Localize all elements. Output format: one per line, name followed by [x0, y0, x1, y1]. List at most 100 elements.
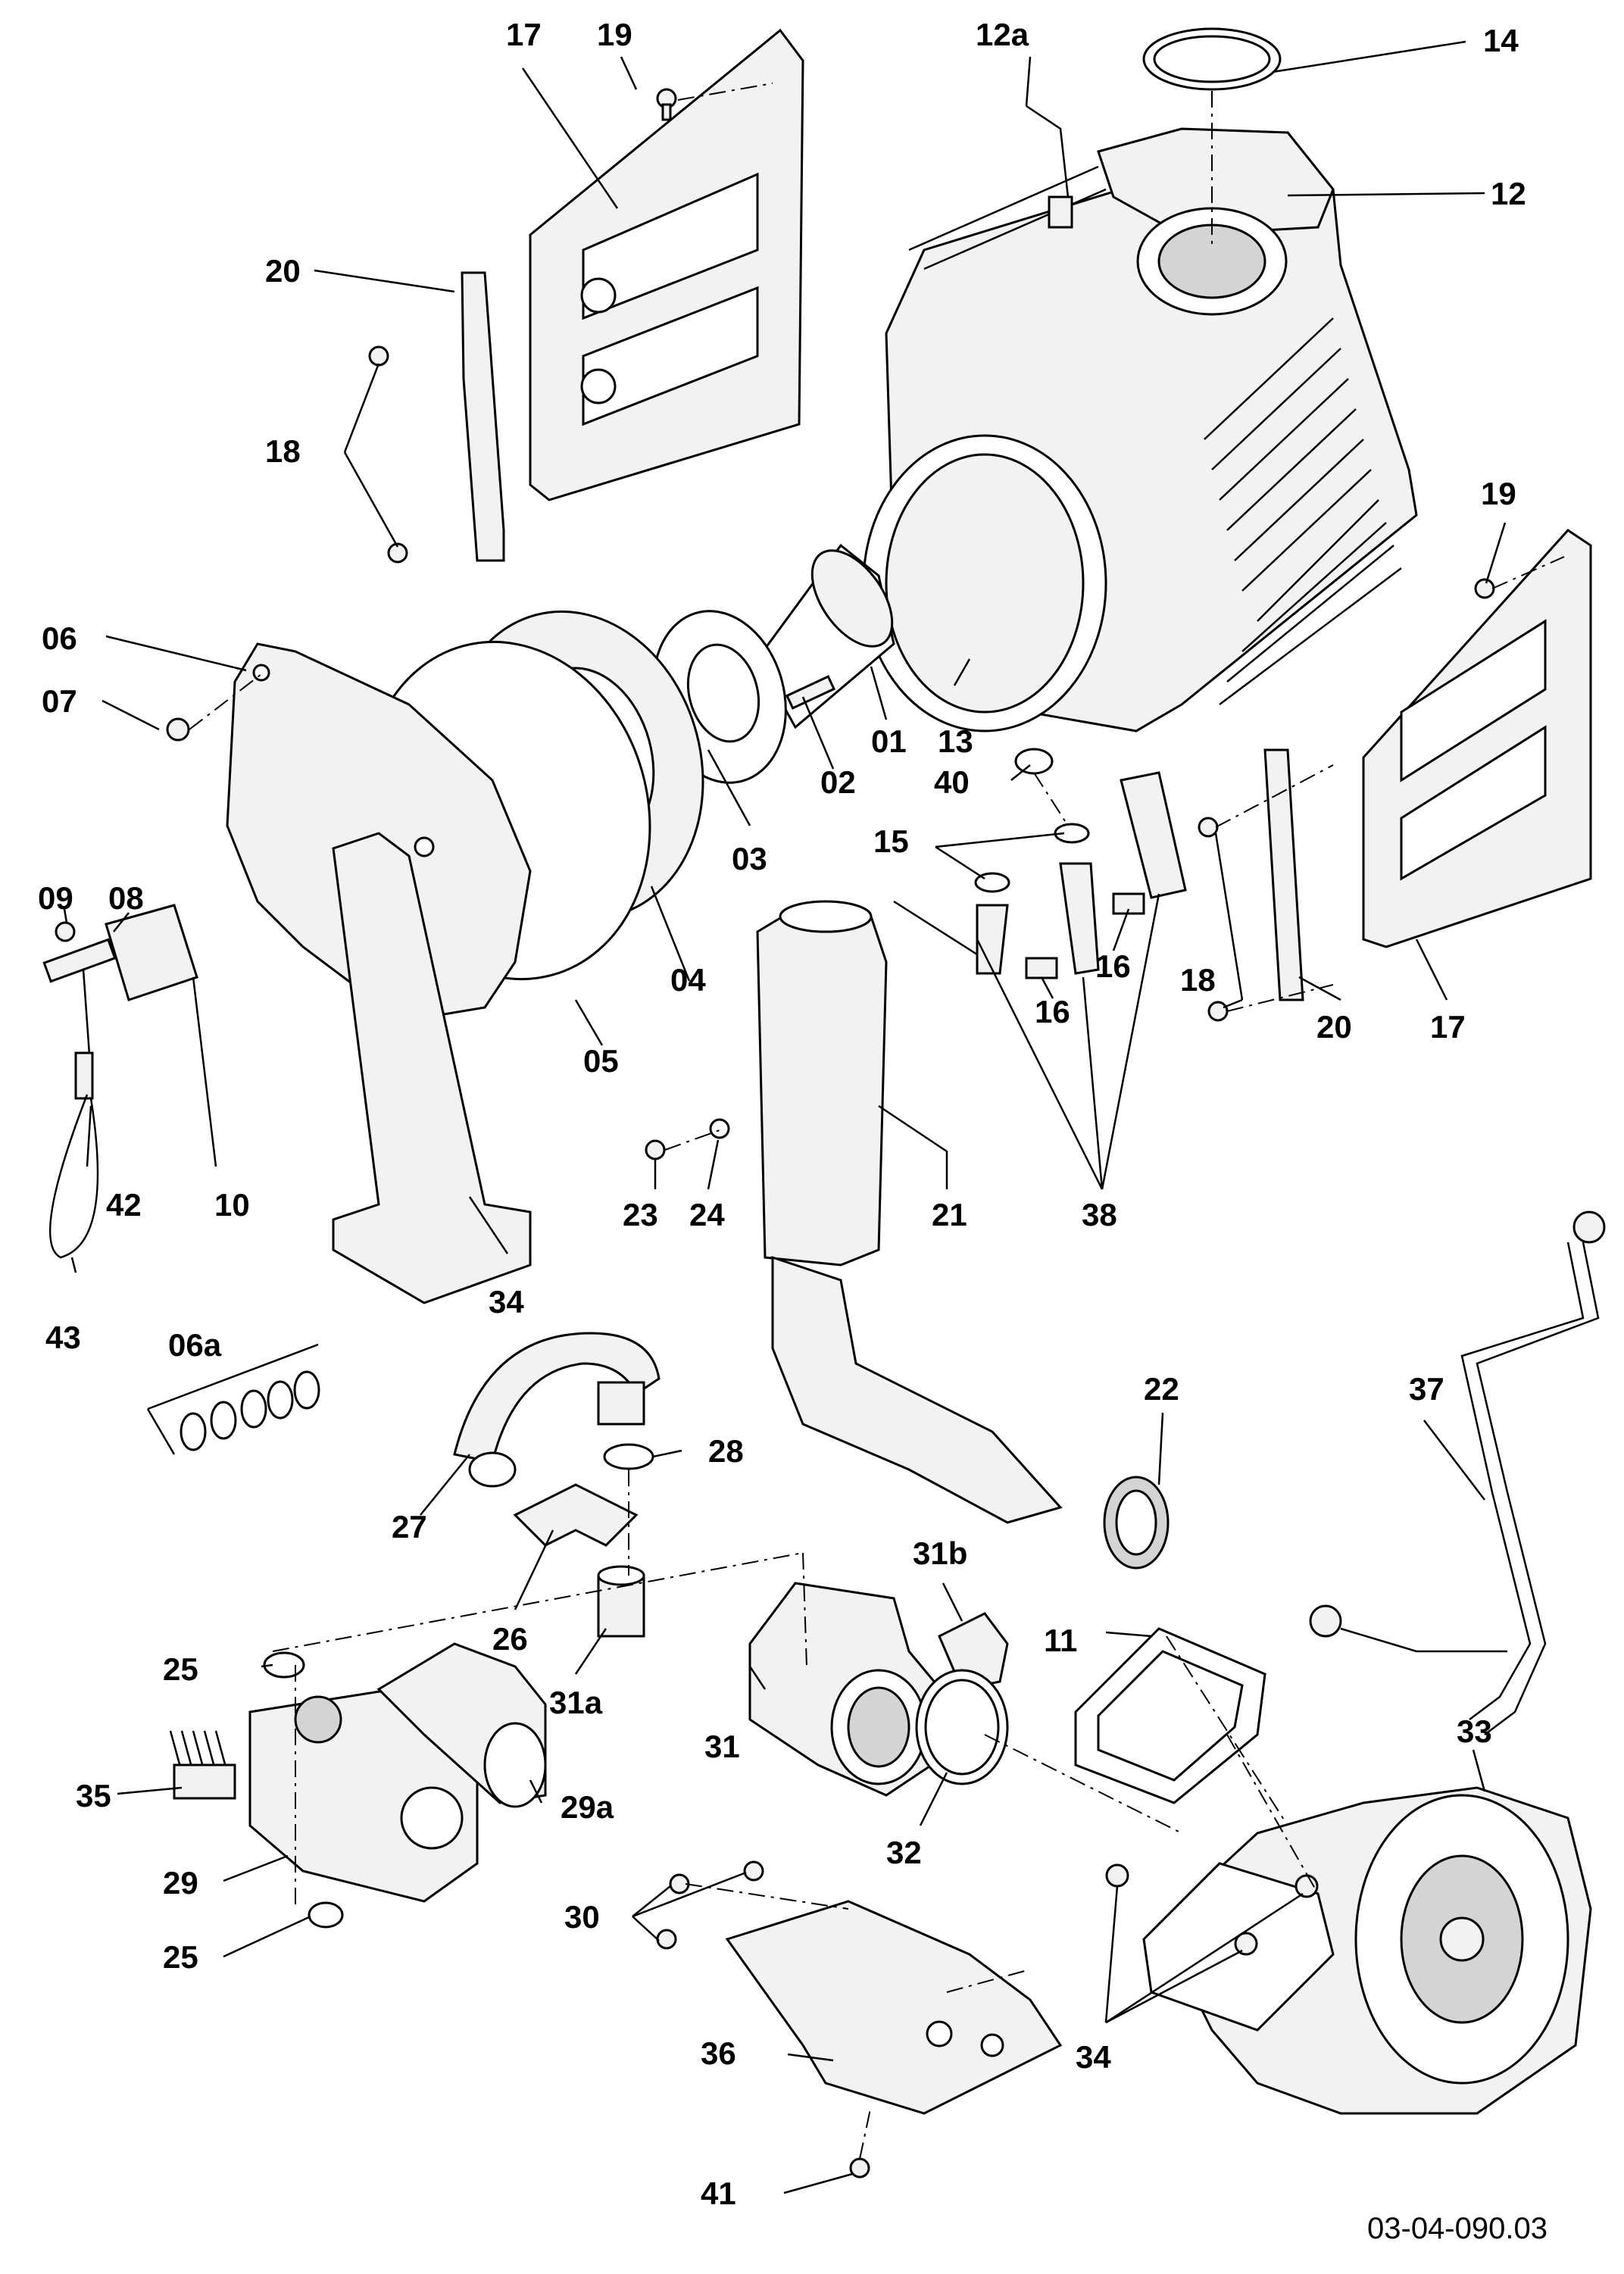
- callout-17-right: 17: [1430, 1009, 1466, 1045]
- callout-18-right: 18: [1180, 962, 1216, 998]
- part-23-screw: [645, 1139, 666, 1160]
- callout-14: 14: [1483, 23, 1519, 58]
- callout-17: 17: [506, 17, 542, 52]
- callout-40: 40: [934, 764, 970, 800]
- part-14-seal-ring: [1142, 27, 1282, 91]
- callout-31: 31: [704, 1729, 740, 1764]
- callout-19-right: 19: [1481, 476, 1516, 511]
- callout-09: 09: [38, 880, 73, 916]
- part-16-clips: [1025, 892, 1145, 979]
- callout-03: 03: [732, 841, 767, 876]
- callout-24: 24: [689, 1197, 725, 1232]
- part-07-nut: [166, 717, 190, 742]
- callout-32: 32: [886, 1835, 922, 1870]
- callout-37: 37: [1409, 1371, 1444, 1407]
- callout-04: 04: [670, 962, 706, 998]
- part-19-screw-right: [1474, 578, 1495, 599]
- callout-26: 26: [492, 1621, 528, 1657]
- callout-41: 41: [701, 2176, 736, 2211]
- callout-labels: 17 19 12a 14 12 20 18 06 07 01 02 13 40 …: [38, 17, 1526, 2211]
- callout-25-bottom: 25: [163, 1939, 198, 1975]
- callout-36: 36: [701, 2035, 736, 2071]
- part-43-cable-loop: [48, 1094, 99, 1259]
- callout-05: 05: [583, 1043, 619, 1079]
- callout-02: 02: [820, 764, 856, 800]
- part-01-burner-tube: [756, 543, 895, 729]
- part-38-condensate-hoses: [893, 771, 1187, 975]
- callout-27: 27: [392, 1509, 427, 1545]
- callout-18: 18: [265, 433, 301, 469]
- callout-29: 29: [163, 1865, 198, 1901]
- callout-21: 21: [932, 1197, 967, 1232]
- part-20-left-strip: [461, 271, 505, 562]
- callout-06: 06: [42, 620, 77, 656]
- callout-07: 07: [42, 683, 77, 719]
- part-37-gas-pipe: [1309, 1210, 1606, 1735]
- part-24-washer: [709, 1118, 730, 1139]
- callout-12a: 12a: [976, 17, 1029, 52]
- part-17-right-bracket: [1362, 529, 1592, 948]
- part-02-electrode: [785, 675, 835, 710]
- part-20-right-strip: [1263, 748, 1304, 1001]
- part-27-pipe-bend: [453, 1332, 661, 1488]
- callout-16-lower: 16: [1035, 994, 1070, 1029]
- callout-43: 43: [45, 1320, 81, 1355]
- callout-11: 11: [1044, 1623, 1077, 1658]
- part-33-fan: [1142, 1786, 1592, 2115]
- part-28-o-ring: [603, 1443, 654, 1470]
- part-22-flue-seal: [1103, 1476, 1170, 1570]
- callout-20: 20: [265, 253, 301, 289]
- callout-15: 15: [873, 823, 909, 859]
- callout-12: 12: [1491, 176, 1526, 211]
- part-13-insulation-disc: [862, 434, 1107, 732]
- part-30-screws: [656, 1860, 764, 1950]
- part-41-screw: [849, 2157, 870, 2179]
- part-32-o-ring: [915, 1669, 1009, 1785]
- part-29a-valve-cover: [376, 1642, 547, 1808]
- callout-35: 35: [76, 1778, 111, 1813]
- callout-28: 28: [708, 1433, 744, 1469]
- part-06a-seal-rings: [180, 1370, 320, 1451]
- part-42-cable: [74, 969, 94, 1100]
- callout-13: 13: [938, 723, 973, 759]
- part-31-venturi: [748, 1582, 948, 1797]
- callout-33: 33: [1457, 1713, 1492, 1749]
- part-25-o-ring-top: [263, 1651, 305, 1679]
- part-29-gas-valve: [248, 1688, 479, 1903]
- callout-38: 38: [1082, 1197, 1117, 1232]
- leader-lines: [63, 40, 1507, 2194]
- callout-22: 22: [1144, 1371, 1179, 1407]
- part-26-clip: [513, 1483, 639, 1547]
- part-35-cable-plug: [169, 1730, 236, 1800]
- callout-23: 23: [623, 1197, 658, 1232]
- callout-29a: 29a: [561, 1789, 614, 1825]
- callout-19: 19: [597, 17, 632, 52]
- document-reference: 03-04-090.03: [1367, 2212, 1547, 2245]
- callout-08: 08: [108, 880, 144, 916]
- callout-20-right: 20: [1316, 1009, 1352, 1045]
- callout-42: 42: [106, 1187, 142, 1223]
- part-18-screws-right: [1198, 817, 1229, 1022]
- callout-01: 01: [871, 723, 907, 759]
- part-40-hose-clamp: [1014, 748, 1054, 775]
- part-21-siphon: [756, 900, 1063, 1524]
- part-34-mixing-pipe: [332, 832, 532, 1304]
- callout-16-upper: 16: [1095, 948, 1131, 984]
- part-09-screw: [55, 921, 76, 942]
- part-12a-sensor: [1026, 105, 1073, 229]
- part-08-10-electrode-assembly: [42, 904, 198, 1001]
- callout-30: 30: [564, 1899, 600, 1935]
- callout-31b: 31b: [913, 1535, 967, 1571]
- callout-31a: 31a: [549, 1685, 603, 1720]
- part-31a-nipple: [597, 1565, 645, 1638]
- part-19-screw: [656, 88, 677, 121]
- callout-34: 34: [489, 1284, 524, 1320]
- callout-06a: 06a: [168, 1327, 222, 1363]
- callout-34-fan: 34: [1076, 2039, 1111, 2075]
- part-25-o-ring-bottom: [308, 1901, 344, 1929]
- callout-10: 10: [214, 1187, 250, 1223]
- part-36-mounting-bracket: [725, 1900, 1063, 2115]
- part-17-left-bracket: [529, 28, 804, 501]
- part-11-fan-gasket: [1074, 1627, 1266, 1804]
